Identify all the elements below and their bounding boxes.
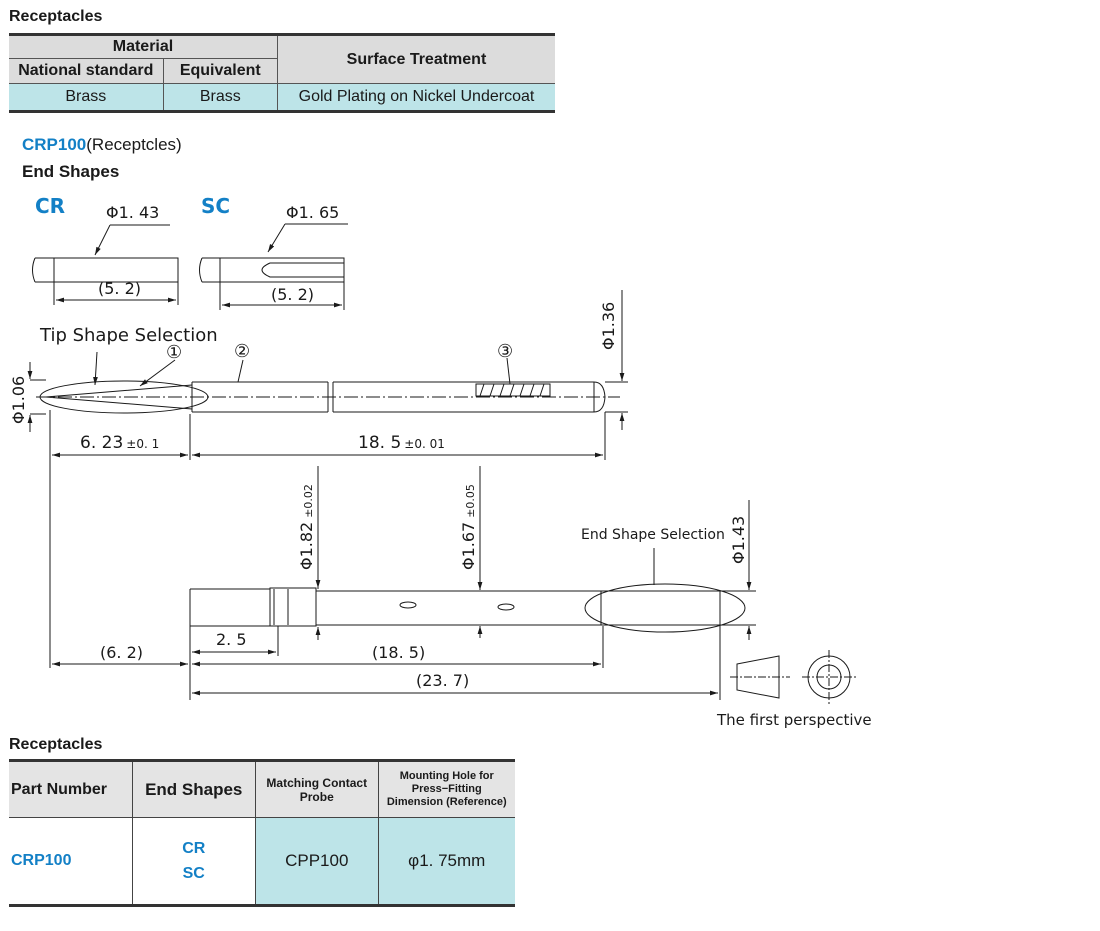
tip-shape-selection-label: Tip Shape Selection [39, 325, 218, 346]
header-equivalent: Equivalent [162, 58, 278, 84]
dim-dia-182-value: Φ1.82 [297, 522, 316, 570]
dim-dia-167-tol: ±0.05 [464, 484, 477, 518]
product-desc: (Receptcles) [86, 135, 182, 154]
header-mounting-hole-line3: Dimension (Reference) [386, 796, 507, 808]
dim-185b: (18. 5) [372, 643, 425, 662]
cr-length: (5. 2) [98, 279, 141, 298]
dim-dia-182: Φ1.82 ±0.02 [297, 484, 316, 570]
dim-237: (23. 7) [416, 671, 469, 690]
cell-end-shapes: CR SC [131, 817, 256, 906]
dim-25: 2. 5 [216, 630, 247, 649]
first-angle-projection-symbol [730, 650, 856, 704]
first-perspective-label: The first perspective [716, 711, 872, 729]
end-shape-selection-label: End Shape Selection [581, 527, 725, 543]
cell-equivalent: Brass [162, 83, 278, 112]
header-matching-probe: Matching Contact Probe [254, 760, 379, 818]
product-heading: CRP100(Receptcles) [22, 135, 182, 155]
material-section-title: Receptacles [9, 8, 103, 25]
cell-matching-probe: CPP100 [254, 817, 379, 906]
dim-dia-167-value: Φ1.67 [459, 522, 478, 570]
dim-623: 6. 23±0. 1 [80, 433, 159, 453]
header-end-shapes: End Shapes [131, 760, 256, 818]
dim-dia-106: Φ1.06 [9, 376, 28, 424]
dim-dia-182-tol: ±0.02 [302, 484, 315, 518]
cell-part-number: CRP100 [9, 817, 133, 906]
sc-label: SC [201, 194, 230, 218]
cell-national: Brass [9, 83, 164, 112]
cr-diameter: Φ1. 43 [106, 203, 159, 222]
dim-623-tol: ±0. 1 [126, 437, 159, 451]
header-mounting-hole-line2: Press−Fitting [411, 783, 482, 795]
receptacle-drawing [52, 466, 756, 700]
end-shapes-title: End Shapes [22, 162, 120, 181]
callout-1: ① [166, 342, 182, 363]
parts-section-title: Receptacles [9, 736, 103, 753]
material-table: Material Surface Treatment National stan… [9, 33, 555, 113]
cell-surface: Gold Plating on Nickel Undercoat [276, 83, 555, 112]
cell-mounting-hole: φ1. 75mm [377, 817, 515, 906]
parts-table: Part Number End Shapes Matching Contact … [9, 759, 515, 907]
dim-dia-143: Φ1.43 [729, 516, 748, 564]
callout-2: ② [234, 341, 250, 362]
header-mounting-hole-line1: Mounting Hole for [399, 770, 494, 782]
header-material: Material [9, 34, 278, 59]
cr-end-shape-drawing [32, 224, 179, 305]
sc-length: (5. 2) [271, 285, 314, 304]
sc-diameter: Φ1. 65 [286, 203, 339, 222]
dim-dia-136: Φ1.36 [599, 302, 618, 350]
header-mounting-hole: Mounting Hole for Press−Fitting Dimensio… [377, 760, 515, 818]
header-part-number: Part Number [9, 760, 133, 818]
dim-185-value: 18. 5 [358, 433, 401, 453]
header-surface-treatment: Surface Treatment [276, 34, 555, 84]
cell-end-shape-cr: CR [182, 840, 206, 857]
cell-end-shape-sc: SC [182, 865, 205, 882]
sc-end-shape-drawing [199, 223, 348, 310]
dim-62: (6. 2) [100, 643, 143, 662]
contact-pin-drawing [27, 290, 628, 668]
dim-185: 18. 5±0. 01 [358, 433, 445, 453]
cr-label: CR [35, 194, 65, 218]
dim-dia-167: Φ1.67 ±0.05 [459, 484, 478, 570]
product-code: CRP100 [22, 135, 87, 154]
dim-185-tol: ±0. 01 [404, 437, 445, 451]
callout-3: ③ [497, 341, 513, 362]
dim-623-value: 6. 23 [80, 433, 123, 453]
